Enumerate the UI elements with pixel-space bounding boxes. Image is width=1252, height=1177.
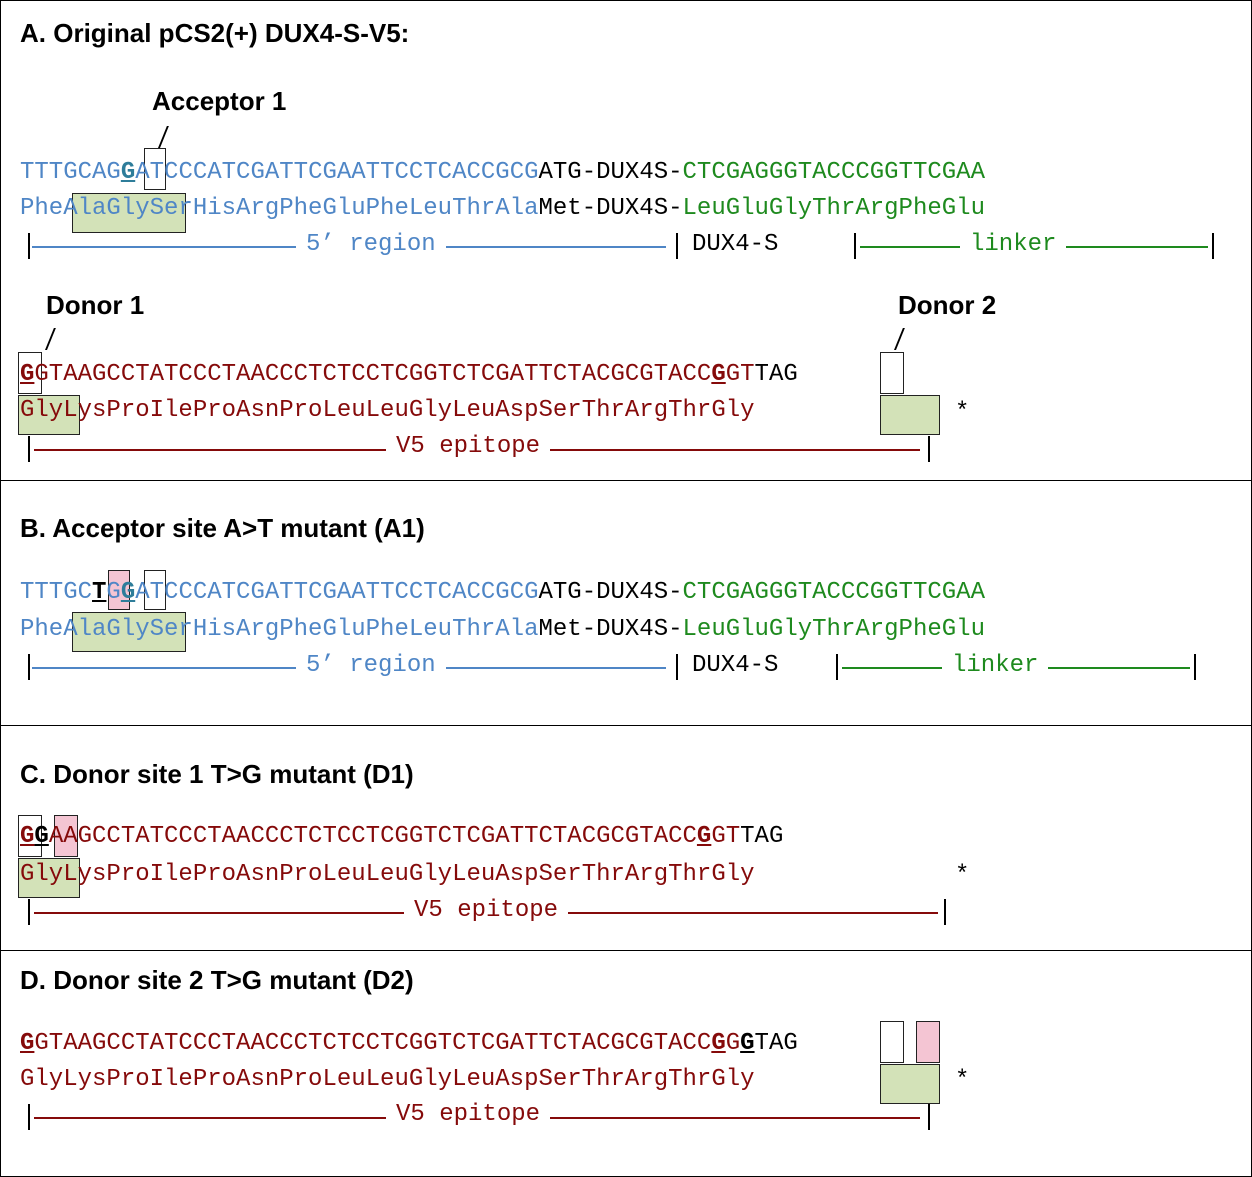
splice-shade-gly	[880, 395, 940, 435]
panel-a-title: A. Original pCS2(+) DUX4-S-V5:	[20, 18, 410, 48]
region-bar	[854, 233, 856, 259]
region-dux4s-label: DUX4-S	[692, 651, 779, 681]
stop-codon-star: *	[955, 862, 970, 889]
region-5-label: 5’ region	[296, 230, 446, 260]
region-bar	[836, 654, 838, 680]
region-bar	[28, 899, 30, 925]
stop-codon-star: *	[955, 399, 970, 426]
donor-2-box	[880, 352, 904, 394]
region-bar	[1212, 233, 1214, 259]
splice-shade-ala-gly	[72, 612, 186, 652]
panel-a-nucleotide-row: TTTGCAGGATCCCATCGATTCGAATTCCTCACCGCGATG-…	[20, 159, 985, 186]
region-bar	[928, 1104, 930, 1130]
donor-2-label: Donor 2	[898, 290, 997, 320]
panel-a-v5-aminoacid-row: GlyLysProIleProAsnProLeuLeuGlyLeuAspSerT…	[20, 397, 755, 424]
donor-2-box	[880, 1021, 904, 1063]
v5-label: V5 epitope	[404, 896, 569, 926]
mutation-highlight	[108, 570, 130, 610]
panel-a-aminoacid-row: PheAlaGlySerHisArgPheGluPheLeuThrAlaMet-…	[20, 195, 985, 222]
divider-ab	[0, 480, 1252, 481]
mutation-highlight	[54, 815, 78, 857]
region-bar	[28, 1104, 30, 1130]
acceptor-1-box	[144, 148, 166, 190]
stop-codon-star: *	[955, 1067, 970, 1094]
region-bar	[676, 654, 678, 680]
donor-1-box	[18, 815, 42, 857]
panel-b-title: B. Acceptor site A>T mutant (A1)	[20, 513, 425, 543]
panel-c-nucleotide-row: GGAAGCCTATCCCTAACCCTCTCCTCGGTCTCGATTCTAC…	[20, 823, 784, 850]
panel-c-aminoacid-row: GlyLysProIleProAsnProLeuLeuGlyLeuAspSerT…	[20, 861, 755, 888]
donor-1-label: Donor 1	[46, 290, 145, 320]
region-bar	[944, 899, 946, 925]
panel-b-nucleotide-row: TTTGCTGGATCCCATCGATTCGAATTCCTCACCGCGATG-…	[20, 579, 985, 606]
splice-shade-gly	[18, 395, 80, 435]
divider-bc	[0, 725, 1252, 726]
region-bar	[28, 233, 30, 259]
acceptor-1-label: Acceptor 1	[152, 86, 287, 116]
panel-d-aminoacid-row: GlyLysProIleProAsnProLeuLeuGlyLeuAspSerT…	[20, 1066, 755, 1093]
panel-d-nucleotide-row: GGTAAGCCTATCCCTAACCCTCTCCTCGGTCTCGATTCTA…	[20, 1030, 798, 1057]
panel-a-v5-nucleotide-row: GGTAAGCCTATCCCTAACCCTCTCCTCGGTCTCGATTCTA…	[20, 361, 798, 388]
panel-c-title: C. Donor site 1 T>G mutant (D1)	[20, 759, 414, 789]
region-dux4s-label: DUX4-S	[692, 230, 779, 260]
region-bar	[1194, 654, 1196, 680]
linker-label: linker	[942, 651, 1049, 681]
region-bar	[676, 233, 678, 259]
divider-cd	[0, 950, 1252, 951]
linker-label: linker	[960, 230, 1067, 260]
splice-shade-gly	[880, 1064, 940, 1104]
v5-label: V5 epitope	[386, 432, 551, 462]
region-5-label: 5’ region	[296, 651, 446, 681]
panel-d-title: D. Donor site 2 T>G mutant (D2)	[20, 965, 414, 995]
splice-shade-gly	[18, 858, 80, 898]
v5-label: V5 epitope	[386, 1100, 551, 1130]
region-bar	[28, 436, 30, 462]
panel-b-aminoacid-row: PheAlaGlySerHisArgPheGluPheLeuThrAlaMet-…	[20, 616, 985, 643]
acceptor-1-box	[144, 570, 166, 610]
region-bar	[28, 654, 30, 680]
donor-1-box	[18, 352, 42, 394]
mutation-highlight	[916, 1021, 940, 1063]
region-bar	[928, 436, 930, 462]
splice-shade-ala-gly	[72, 193, 186, 233]
